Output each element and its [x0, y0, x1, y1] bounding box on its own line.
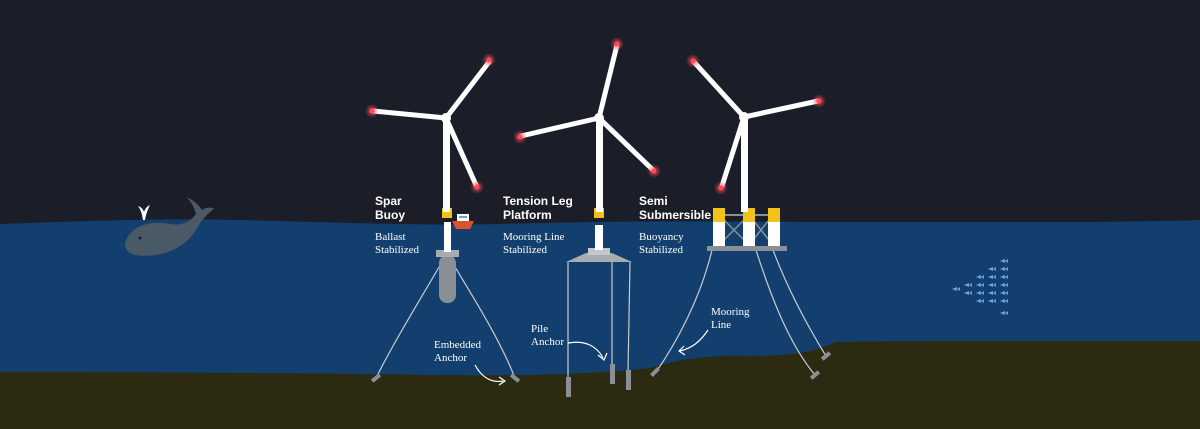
semi-mooring-right — [772, 249, 827, 357]
fish-icon — [1000, 267, 1008, 271]
fish-school-icon — [952, 259, 1008, 315]
semi-anchor-right — [820, 351, 832, 361]
tlp-title-line2: Platform — [503, 208, 552, 222]
spar-desc-line2: Stabilized — [375, 244, 419, 256]
fish-icon — [1000, 275, 1008, 279]
fish-icon — [976, 283, 984, 287]
fish-icon — [976, 275, 984, 279]
pile-anchor-arrow — [567, 341, 604, 359]
boat-icon — [452, 214, 474, 229]
fish-icon — [1000, 299, 1008, 303]
spar-rotor — [370, 59, 492, 188]
tlp-platform — [566, 253, 632, 262]
mooring-line-label-line1: Mooring — [711, 306, 750, 318]
semi-hull — [707, 208, 787, 251]
tlp-tower — [596, 117, 603, 212]
pile-anchor-label-line2: Anchor — [531, 336, 564, 348]
fish-icon — [1000, 311, 1008, 315]
seabed — [0, 341, 1200, 429]
fish-icon — [1000, 291, 1008, 295]
pile-anchor-mid — [610, 364, 615, 384]
semi-mooring-mid — [755, 249, 816, 376]
spar-anchor-right — [509, 373, 521, 383]
fish-icon — [988, 267, 996, 271]
semi-title-line1: Semi — [639, 194, 668, 208]
fish-icon — [988, 275, 996, 279]
tlp-tendon-right — [627, 261, 631, 373]
spar-mooring-right — [451, 261, 516, 379]
spar-title-line2: Buoy — [375, 208, 405, 222]
fish-icon — [976, 299, 984, 303]
spar-buoy-group: Spar Buoy Ballast Stabilized Embedded An… — [365, 53, 521, 386]
pile-anchor-label-line1: Pile — [531, 323, 548, 335]
semi-anchor-left — [650, 367, 660, 377]
semi-rotor — [691, 59, 821, 189]
spar-tower — [443, 118, 450, 212]
spar-title-line1: Spar — [375, 194, 402, 208]
semi-anchor-mid — [809, 370, 821, 380]
embedded-anchor-label-line2: Anchor — [434, 352, 467, 364]
fish-icon — [988, 299, 996, 303]
fish-icon — [1000, 283, 1008, 287]
embedded-anchor-label-line1: Embedded — [434, 339, 482, 351]
spar-mooring-left — [375, 261, 443, 379]
fish-icon — [952, 287, 960, 291]
semi-title-line2: Submersible — [639, 208, 711, 222]
fish-icon — [1000, 259, 1008, 263]
semi-desc-line2: Stabilized — [639, 244, 683, 256]
whale-icon — [125, 197, 214, 256]
semi-submersible-group: Semi Submersible Buoyancy Stabilized Moo… — [639, 54, 832, 380]
semi-tower — [741, 116, 748, 212]
mooring-line-label-line2: Line — [711, 319, 731, 331]
tlp-desc-line1: Mooring Line — [503, 231, 565, 243]
fish-icon — [988, 283, 996, 287]
mooring-line-arrow — [679, 329, 709, 352]
semi-desc-line1: Buoyancy — [639, 231, 684, 243]
tlp-group: Tension Leg Platform Mooring Line Stabil… — [503, 37, 661, 397]
semi-mooring-left — [655, 249, 713, 373]
embedded-anchor-arrow — [474, 364, 504, 383]
tlp-rotor — [518, 42, 656, 173]
spar-anchor-left — [370, 373, 382, 383]
fish-icon — [964, 283, 972, 287]
tlp-title-line1: Tension Leg — [503, 194, 573, 208]
spar-hull — [439, 255, 456, 303]
pile-anchor-right — [626, 370, 631, 390]
spar-desc-line1: Ballast — [375, 231, 406, 243]
tlp-desc-line2: Stabilized — [503, 244, 547, 256]
pile-anchor-left — [566, 377, 571, 397]
fish-icon — [976, 291, 984, 295]
fish-icon — [964, 291, 972, 295]
fish-icon — [988, 291, 996, 295]
